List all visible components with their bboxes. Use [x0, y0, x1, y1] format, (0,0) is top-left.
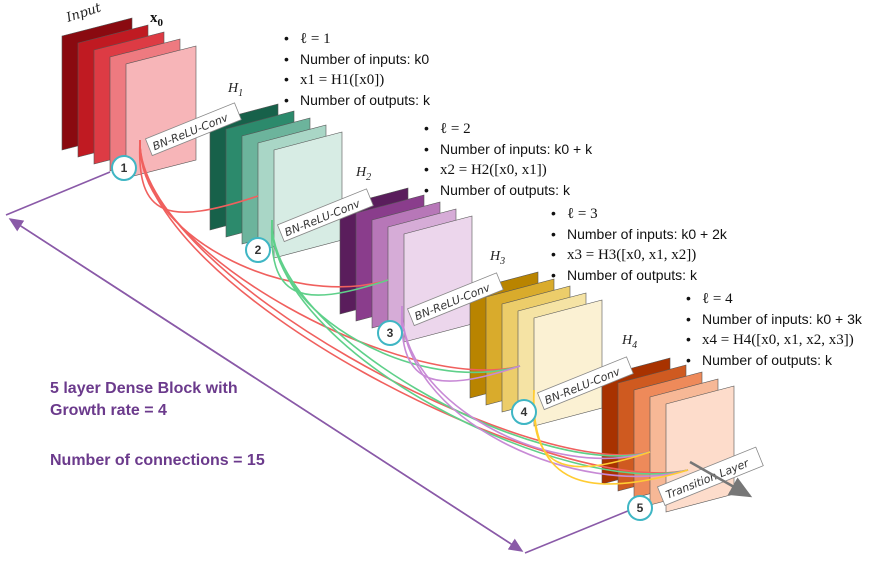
layer-title-H3: H3: [489, 249, 505, 267]
note-outputs: Number of outputs: k: [284, 90, 430, 110]
node-number: 4: [521, 405, 528, 419]
connections-count: Number of connections = 15: [50, 452, 265, 469]
stack-h1: [209, 103, 343, 259]
conv-box: [536, 356, 634, 411]
note-eq: x3 = H3([x0, x1, x2]): [551, 244, 727, 265]
layer-title-base: H: [227, 81, 239, 96]
note-inputs: Number of inputs: k0: [284, 49, 430, 69]
node-circle: [511, 399, 537, 425]
x0-label: x0: [150, 10, 164, 29]
note-outputs: Number of outputs: k: [424, 180, 592, 200]
node-5: 5: [627, 495, 653, 521]
layer-title-base: H: [489, 249, 501, 264]
layer-title-H1: H1: [227, 81, 243, 99]
note-l: ℓ = 1: [284, 28, 430, 49]
layer-title-sub: 4: [632, 340, 637, 351]
note-eq: x1 = H1([x0]): [284, 69, 430, 90]
x0-base: x: [150, 10, 158, 26]
node-number: 1: [121, 161, 128, 175]
layer-title-H4: H4: [621, 333, 637, 351]
node-circle: [111, 155, 137, 181]
node-number: 2: [255, 243, 262, 257]
note-l: ℓ = 2: [424, 118, 592, 139]
note-inputs: Number of inputs: k0 + k: [424, 139, 592, 159]
node-2: 2: [245, 237, 271, 263]
dense-connections: [138, 139, 689, 485]
note-outputs: Number of outputs: k: [686, 350, 862, 370]
note-eq: x2 = H2([x0, x1]): [424, 159, 592, 180]
connection-curve: [271, 219, 689, 475]
connection-curve: [401, 305, 651, 460]
connection-curve: [401, 305, 689, 478]
note-l: ℓ = 3: [551, 203, 727, 224]
node-number: 5: [637, 501, 644, 515]
layer-2-notes: ℓ = 2 Number of inputs: k0 + k x2 = H2([…: [424, 118, 592, 200]
connection-curve: [139, 139, 689, 474]
feature-map: [125, 45, 197, 179]
layer-4-notes: ℓ = 4 Number of inputs: k0 + 3k x4 = H4(…: [686, 288, 862, 370]
stack-input: [61, 17, 197, 179]
node-3: 3: [377, 320, 403, 346]
node-circle: [245, 237, 271, 263]
note-l: ℓ = 4: [686, 288, 862, 309]
node-number: 3: [387, 326, 394, 340]
transition-box: [656, 446, 764, 506]
layer-3-notes: ℓ = 3 Number of inputs: k0 + 2k x3 = H3(…: [551, 203, 727, 285]
conv-box: [144, 102, 242, 157]
x0-sub: 0: [158, 17, 164, 29]
layer-title-H2: H2: [355, 165, 371, 183]
node-circle: [627, 495, 653, 521]
connection-curve: [139, 139, 651, 456]
note-inputs: Number of inputs: k0 + 2k: [551, 224, 727, 244]
stack-h3: [469, 271, 603, 427]
transition-output-arrow: [689, 460, 753, 498]
node-markers: 1 2 3 4 5: [111, 155, 653, 521]
summary-line-1: 5 layer Dense Block with: [50, 380, 238, 397]
dimension-line: [5, 171, 641, 554]
note-outputs: Number of outputs: k: [551, 265, 727, 285]
layer-title-sub: 1: [238, 88, 243, 99]
node-4: 4: [511, 399, 537, 425]
dense-block-summary: 5 layer Dense Block with Growth rate = 4: [50, 378, 238, 422]
note-eq: x4 = H4([x0, x1, x2, x3]): [686, 329, 862, 350]
layer-title-sub: 3: [499, 256, 505, 267]
layer-title-base: H: [621, 333, 633, 348]
stack-h4: [601, 357, 735, 513]
layer-1-notes: ℓ = 1 Number of inputs: k0 x1 = H1([x0])…: [284, 28, 430, 110]
node-1: 1: [111, 155, 137, 181]
layer-title-sub: 2: [366, 172, 371, 183]
connection-curve: [271, 219, 651, 457]
conv-box: [276, 188, 374, 243]
note-inputs: Number of inputs: k0 + 3k: [686, 309, 862, 329]
connection-curve: [533, 389, 689, 485]
node-circle: [377, 320, 403, 346]
layer-title-base: H: [355, 165, 367, 180]
conv-box: [406, 272, 504, 327]
input-label: Input: [64, 0, 104, 26]
summary-line-2: Growth rate = 4: [50, 402, 167, 419]
